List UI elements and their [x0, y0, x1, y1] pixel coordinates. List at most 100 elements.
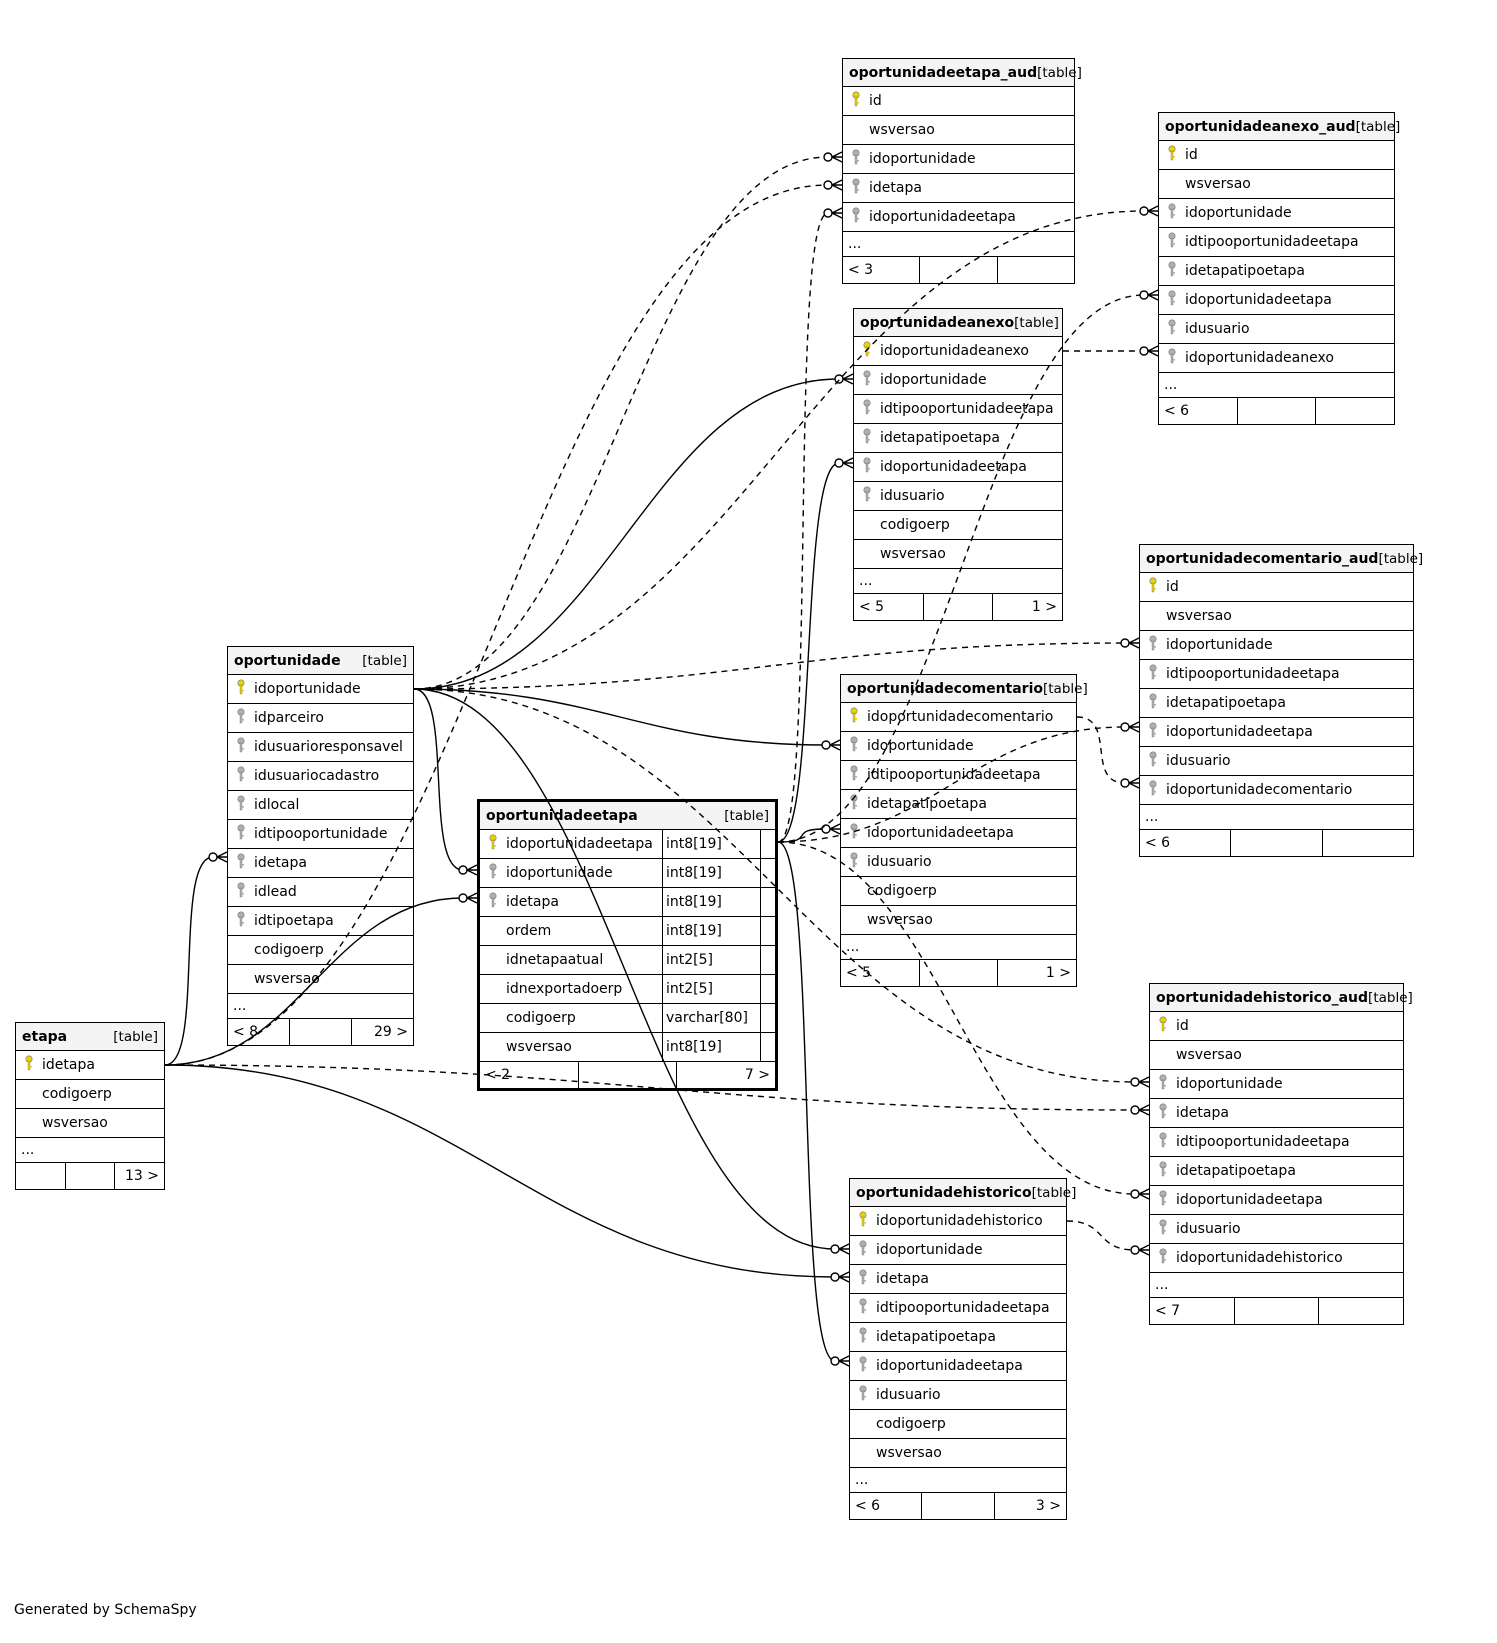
table-name[interactable]: oportunidadeetapa: [486, 807, 638, 824]
table-name[interactable]: etapa: [22, 1028, 68, 1045]
table-oportunidadeanexo[interactable]: oportunidadeanexo[table]idoportunidadean…: [853, 308, 1063, 621]
column-row[interactable]: wsversao: [841, 906, 1076, 935]
table-header[interactable]: oportunidadeetapa[table]: [480, 802, 775, 830]
column-row[interactable]: idoportunidade: [841, 732, 1076, 761]
children-count[interactable]: 29 >: [351, 1019, 413, 1045]
column-row[interactable]: wsversao: [1150, 1041, 1403, 1070]
column-row[interactable]: id: [1140, 573, 1413, 602]
column-row[interactable]: idlead: [228, 878, 413, 907]
column-row[interactable]: wsversao: [854, 540, 1062, 569]
table-name[interactable]: oportunidadeanexo_aud: [1165, 118, 1356, 135]
parents-count[interactable]: < 2: [485, 1067, 511, 1083]
table-header[interactable]: oportunidadehistorico_aud[table]: [1150, 984, 1413, 1012]
column-row[interactable]: idoportunidadeetapa: [1140, 718, 1413, 747]
parents-count[interactable]: < 6: [1145, 835, 1171, 851]
parents-count[interactable]: < 5: [859, 599, 885, 615]
parents-count[interactable]: < 6: [1164, 403, 1190, 419]
column-row[interactable]: idoportunidadeetapa: [1159, 286, 1394, 315]
column-row[interactable]: idusuariocadastro: [228, 762, 413, 791]
table-header[interactable]: oportunidadeanexo_aud[table]: [1159, 113, 1400, 141]
column-row[interactable]: id: [1159, 141, 1394, 170]
column-row[interactable]: idoportunidade: [850, 1236, 1066, 1265]
column-row[interactable]: idetapa: [16, 1051, 164, 1080]
table-header[interactable]: oportunidadeanexo[table]: [854, 309, 1062, 337]
table-name[interactable]: oportunidadehistorico_aud: [1156, 989, 1369, 1006]
table-name[interactable]: oportunidadecomentario: [847, 680, 1043, 697]
column-row[interactable]: idusuario: [1159, 315, 1394, 344]
column-row[interactable]: idoportunidadeetapa: [841, 819, 1076, 848]
table-name[interactable]: oportunidade: [234, 652, 341, 669]
column-row[interactable]: idusuarioresponsavel: [228, 733, 413, 762]
column-row[interactable]: codigoerp: [16, 1080, 164, 1109]
table-oportunidadehistorico[interactable]: oportunidadehistorico[table]idoportunida…: [849, 1178, 1076, 1520]
column-row[interactable]: codigoerp: [841, 877, 1076, 906]
column-row[interactable]: wsversao: [228, 965, 413, 994]
column-row[interactable]: wsversao: [850, 1439, 1066, 1468]
column-row[interactable]: idoportunidade: [843, 145, 1074, 174]
column-row[interactable]: idoportunidadehistorico: [1150, 1244, 1403, 1273]
column-row[interactable]: idoportunidade: [1159, 199, 1394, 228]
column-row[interactable]: idtipooportunidadeetapa: [854, 395, 1062, 424]
column-row[interactable]: idoportunidadeetapa: [843, 203, 1074, 232]
children-count[interactable]: 13 >: [114, 1163, 164, 1189]
table-header[interactable]: oportunidadeetapa_aud[table]: [843, 59, 1082, 87]
column-row[interactable]: idetapa: [843, 174, 1074, 203]
column-row[interactable]: idetapatipoetapa: [850, 1323, 1066, 1352]
table-header[interactable]: oportunidadehistorico[table]: [850, 1179, 1076, 1207]
column-row[interactable]: idetapatipoetapa: [854, 424, 1062, 453]
column-row[interactable]: wsversao: [843, 116, 1074, 145]
column-row[interactable]: codigoerp: [850, 1410, 1066, 1439]
table-header[interactable]: etapa[table]: [16, 1023, 164, 1051]
column-row[interactable]: idusuario: [854, 482, 1062, 511]
column-row[interactable]: idoportunidadecomentario: [841, 703, 1076, 732]
table-name[interactable]: oportunidadecomentario_aud: [1146, 550, 1379, 567]
column-row[interactable]: codigoerp: [854, 511, 1062, 540]
column-row[interactable]: idoportunidade: [228, 675, 413, 704]
parents-count[interactable]: < 3: [848, 262, 874, 278]
column-row[interactable]: idoportunidadeanexo: [854, 337, 1062, 366]
column-row[interactable]: idusuario: [850, 1381, 1066, 1410]
parents-count[interactable]: < 7: [1155, 1303, 1181, 1319]
column-row[interactable]: idetapa: [1150, 1099, 1403, 1128]
table-header[interactable]: oportunidadecomentario_aud[table]: [1140, 545, 1423, 573]
column-row[interactable]: idoportunidade: [1140, 631, 1413, 660]
column-row[interactable]: idlocal: [228, 791, 413, 820]
column-row[interactable]: idusuario: [1150, 1215, 1403, 1244]
parents-count[interactable]: < 5: [846, 965, 872, 981]
column-row[interactable]: id: [1150, 1012, 1403, 1041]
column-row[interactable]: idparceiro: [228, 704, 413, 733]
column-row[interactable]: idoportunidadeetapa: [1150, 1186, 1403, 1215]
table-name[interactable]: oportunidadehistorico: [856, 1184, 1032, 1201]
table-name[interactable]: oportunidadeanexo: [860, 314, 1015, 331]
column-row[interactable]: idetapatipoetapa: [841, 790, 1076, 819]
column-row[interactable]: codigoerp: [228, 936, 413, 965]
column-row[interactable]: idusuario: [841, 848, 1076, 877]
column-row[interactable]: idetapatipoetapa: [1150, 1157, 1403, 1186]
parents-count[interactable]: < 8: [233, 1024, 259, 1040]
table-name[interactable]: oportunidadeetapa_aud: [849, 64, 1038, 81]
column-row[interactable]: idtipooportunidadeetapa: [850, 1294, 1066, 1323]
column-row[interactable]: idoportunidadehistorico: [850, 1207, 1066, 1236]
children-count[interactable]: 7 >: [676, 1062, 775, 1088]
column-row[interactable]: idoportunidade: [1150, 1070, 1403, 1099]
column-row[interactable]: idetapatipoetapa: [1159, 257, 1394, 286]
column-row[interactable]: idoportunidadecomentario: [1140, 776, 1413, 805]
column-row[interactable]: idtipooportunidadeetapa: [841, 761, 1076, 790]
column-row[interactable]: idusuario: [1140, 747, 1413, 776]
column-row[interactable]: idetapa: [850, 1265, 1066, 1294]
column-row[interactable]: idoportunidade: [854, 366, 1062, 395]
